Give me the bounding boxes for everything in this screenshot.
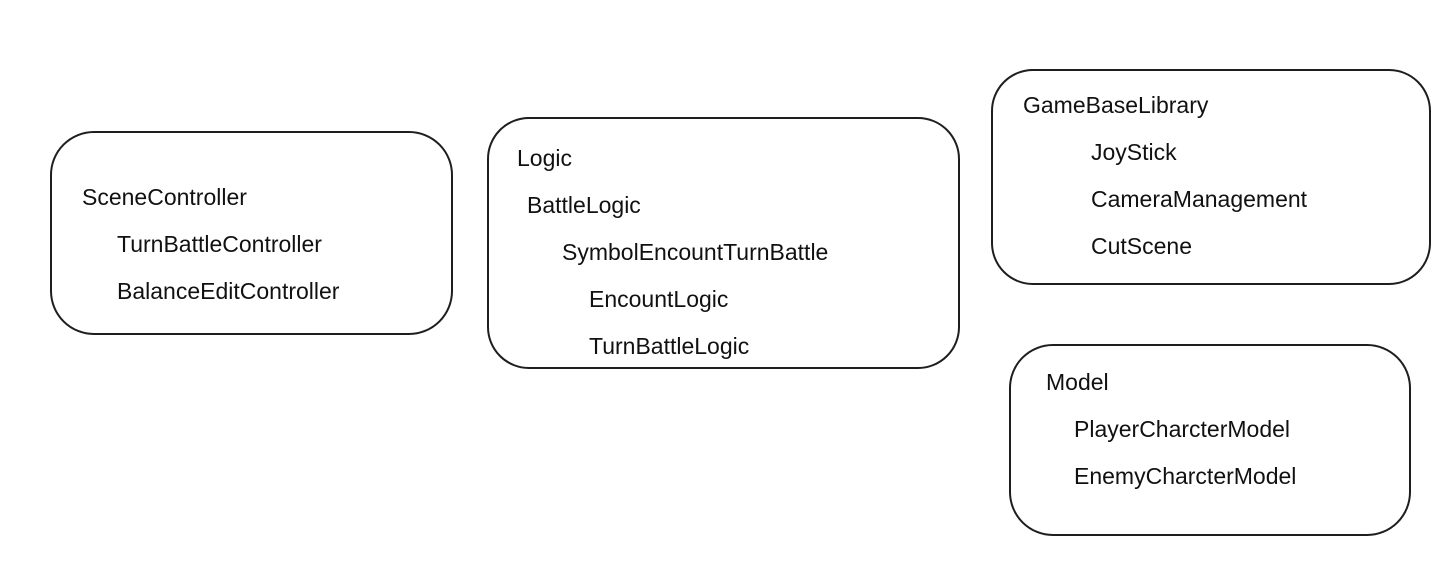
tree-item-encountlogic: EncountLogic bbox=[589, 286, 729, 312]
tree-item-logic: Logic bbox=[517, 145, 572, 171]
tree-item-turnbattlecontroller: TurnBattleController bbox=[117, 231, 322, 257]
tree-item-scenecontroller: SceneController bbox=[82, 184, 247, 210]
box-logic: Logic BattleLogic SymbolEncountTurnBattl… bbox=[487, 117, 960, 369]
tree-item-battlelogic: BattleLogic bbox=[527, 192, 641, 218]
tree-item-gamebaselibrary: GameBaseLibrary bbox=[1023, 92, 1209, 118]
tree-item-joystick: JoyStick bbox=[1091, 139, 1177, 165]
tree-item-enemycharctermodel: EnemyCharcterModel bbox=[1074, 463, 1297, 489]
tree-item-symbolencountturnbattle: SymbolEncountTurnBattle bbox=[562, 239, 829, 265]
tree-item-cameramanagement: CameraManagement bbox=[1091, 186, 1308, 212]
tree-item-balanceeditcontroller: BalanceEditController bbox=[117, 278, 340, 304]
box-scene-controller: SceneController TurnBattleController Bal… bbox=[50, 131, 453, 335]
box-model: Model PlayerCharcterModel EnemyCharcterM… bbox=[1009, 344, 1411, 536]
box-game-base-library: GameBaseLibrary JoyStick CameraManagemen… bbox=[991, 69, 1431, 285]
tree-item-model: Model bbox=[1046, 369, 1109, 395]
tree-item-playercharctermodel: PlayerCharcterModel bbox=[1074, 416, 1291, 442]
tree-item-cutscene: CutScene bbox=[1091, 233, 1193, 259]
tree-item-turnbattlelogic: TurnBattleLogic bbox=[589, 333, 750, 359]
